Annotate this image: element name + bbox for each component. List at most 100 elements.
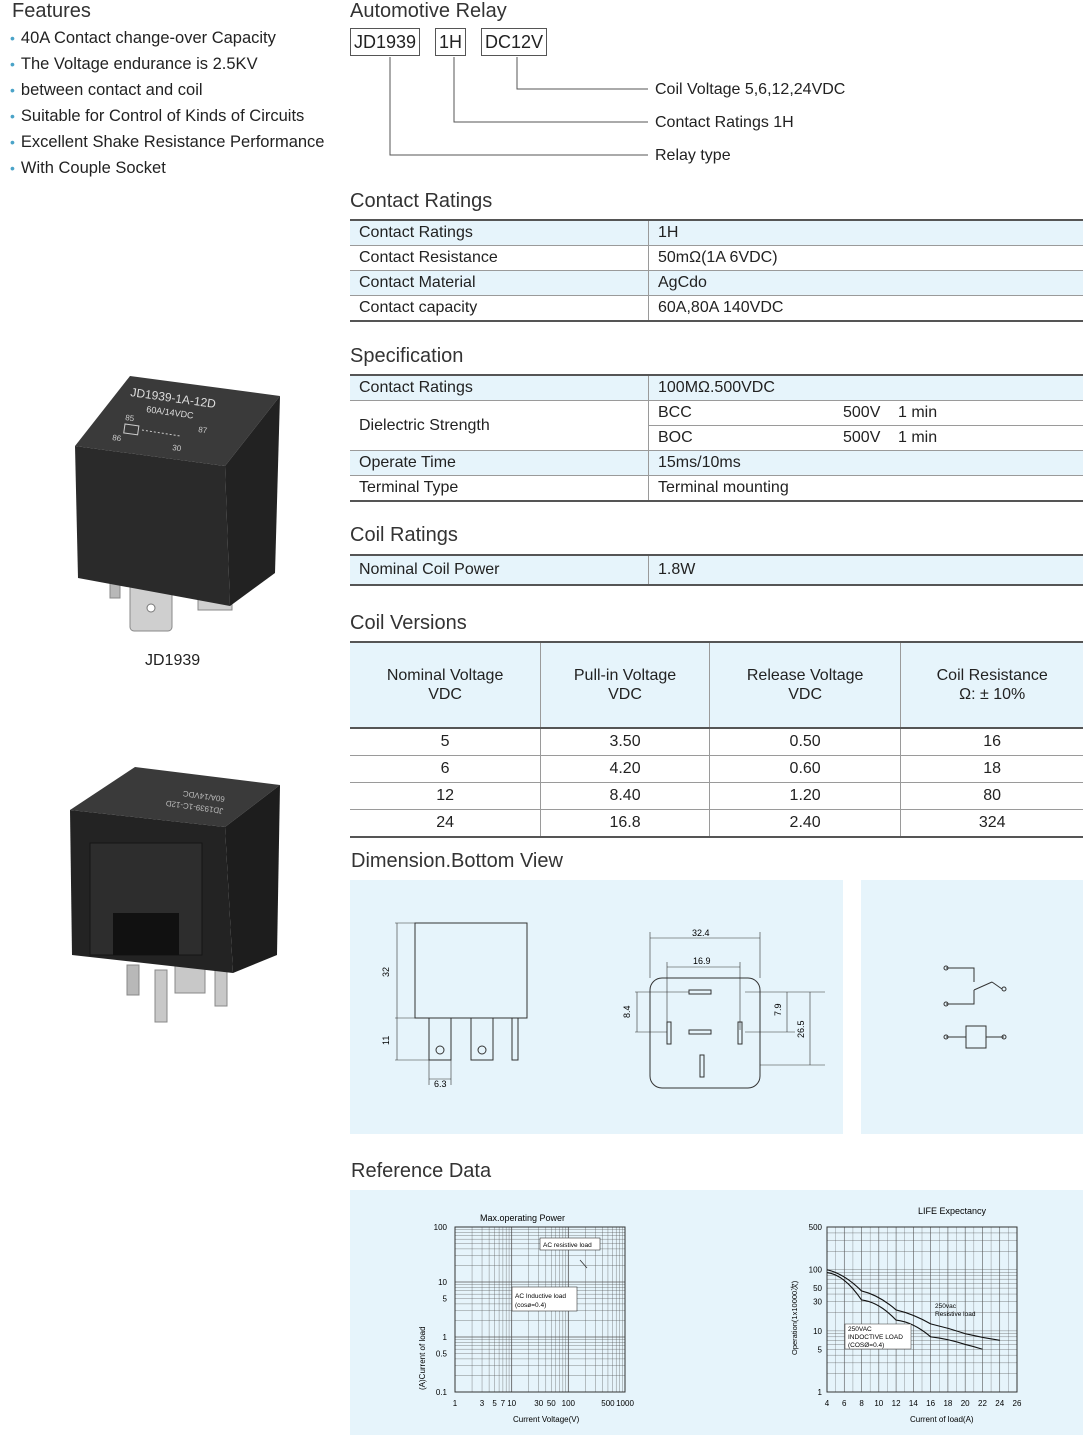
features-list: •40A Contact change-over Capacity •The V… xyxy=(10,28,324,184)
chart-title: Max.operating Power xyxy=(480,1213,565,1223)
chart-xlabel: Current Voltage(V) xyxy=(513,1415,580,1424)
chart-annotation: (COSØ=0.4) xyxy=(848,1342,884,1349)
x-tick-label: 50 xyxy=(547,1399,556,1408)
side-view-drawing: 32 11 6.3 xyxy=(381,922,528,1089)
dimension-title: Dimension.Bottom View xyxy=(351,850,563,872)
y-tick-label: 500 xyxy=(809,1223,823,1232)
y-tick-label: 30 xyxy=(813,1298,822,1307)
x-tick-label: 1 xyxy=(453,1399,458,1408)
legend-coil-voltage: Coil Voltage 5,6,12,24VDC xyxy=(655,81,846,98)
chart-xlabel: Current of load(A) xyxy=(910,1415,974,1424)
relay-title: Automotive Relay xyxy=(350,0,507,22)
series-line xyxy=(826,1269,1000,1341)
svg-text:7.9: 7.9 xyxy=(773,1003,783,1016)
feature-item: •Excellent Shake Resistance Performance xyxy=(10,133,325,151)
chart-annotation: 250VAC xyxy=(848,1326,872,1333)
reference-title: Reference Data xyxy=(351,1160,492,1182)
y-tick-label: 1 xyxy=(818,1388,823,1397)
coil-ratings-title: Coil Ratings xyxy=(350,524,458,546)
svg-text:6.3: 6.3 xyxy=(434,1079,447,1089)
bottom-view-drawing: 32.4 16.9 8.4 7.9 26.5 xyxy=(622,928,825,1089)
x-tick-label: 1000 xyxy=(616,1399,634,1408)
x-tick-label: 6 xyxy=(842,1399,847,1408)
y-tick-label: 0.5 xyxy=(436,1350,448,1359)
chart-annotation: AC Inductive load xyxy=(515,1293,566,1300)
feature-item: •Suitable for Control of Kinds of Circui… xyxy=(10,107,305,125)
x-tick-label: 30 xyxy=(534,1399,543,1408)
chart-annotation: Resistive load xyxy=(935,1311,976,1318)
specification-title: Specification xyxy=(350,345,464,367)
x-tick-label: 500 xyxy=(601,1399,615,1408)
x-tick-label: 10 xyxy=(507,1399,516,1408)
coil-versions-title: Coil Versions xyxy=(350,612,467,634)
y-tick-label: 100 xyxy=(809,1266,823,1275)
svg-text:26.5: 26.5 xyxy=(796,1020,806,1038)
x-tick-label: 8 xyxy=(859,1399,864,1408)
feature-item: •40A Contact change-over Capacity xyxy=(10,29,276,47)
x-tick-label: 4 xyxy=(825,1399,830,1408)
y-tick-label: 5 xyxy=(443,1295,448,1304)
feature-item: •between contact and coil xyxy=(10,81,203,99)
x-tick-label: 10 xyxy=(874,1399,883,1408)
x-tick-label: 100 xyxy=(562,1399,576,1408)
feature-item: •The Voltage endurance is 2.5KV xyxy=(10,55,258,73)
x-tick-label: 26 xyxy=(1013,1399,1022,1408)
legend-contact-ratings: Contact Ratings 1H xyxy=(655,114,794,131)
svg-text:30: 30 xyxy=(172,443,183,453)
code-contact: 1H xyxy=(435,28,467,56)
y-tick-label: 5 xyxy=(818,1345,823,1354)
relay-photo-back: JD1939-1C-12D 60A/14VDC xyxy=(70,767,280,1023)
y-tick-label: 10 xyxy=(438,1278,447,1287)
svg-text:16.9: 16.9 xyxy=(693,956,711,966)
product-label: JD1939 xyxy=(145,652,201,669)
contact-ratings-title: Contact Ratings xyxy=(350,190,493,212)
x-tick-label: 24 xyxy=(995,1399,1004,1408)
svg-text:11: 11 xyxy=(381,1036,391,1045)
feature-item: •With Couple Socket xyxy=(10,159,166,177)
x-tick-label: 16 xyxy=(926,1399,935,1408)
dimension-panel xyxy=(350,880,843,1134)
chart-title: LIFE Expectancy xyxy=(918,1206,987,1216)
y-tick-label: 10 xyxy=(813,1327,822,1336)
y-tick-label: 1 xyxy=(443,1333,448,1342)
code-leader-lines xyxy=(389,57,648,156)
legend-relay-type: Relay type xyxy=(655,147,731,164)
x-tick-label: 22 xyxy=(978,1399,987,1408)
chart-grid xyxy=(826,1226,1018,1393)
chart-grid xyxy=(454,1227,625,1393)
svg-text:87: 87 xyxy=(198,425,209,435)
svg-text:86: 86 xyxy=(112,433,123,443)
x-tick-label: 5 xyxy=(492,1399,497,1408)
contact-schematic xyxy=(943,965,1007,1049)
series-line xyxy=(826,1271,983,1350)
chart-ylabel: Operation(1x10000次) xyxy=(789,1280,799,1355)
chart-ylabel: (A)Current of load xyxy=(418,1326,427,1390)
schematic-panel xyxy=(861,880,1083,1134)
x-tick-label: 3 xyxy=(480,1399,485,1408)
x-tick-label: 18 xyxy=(943,1399,952,1408)
x-tick-label: 20 xyxy=(961,1399,970,1408)
y-tick-label: 50 xyxy=(813,1284,822,1293)
features-title: Features xyxy=(12,0,91,22)
chart-pointer xyxy=(579,1259,588,1269)
